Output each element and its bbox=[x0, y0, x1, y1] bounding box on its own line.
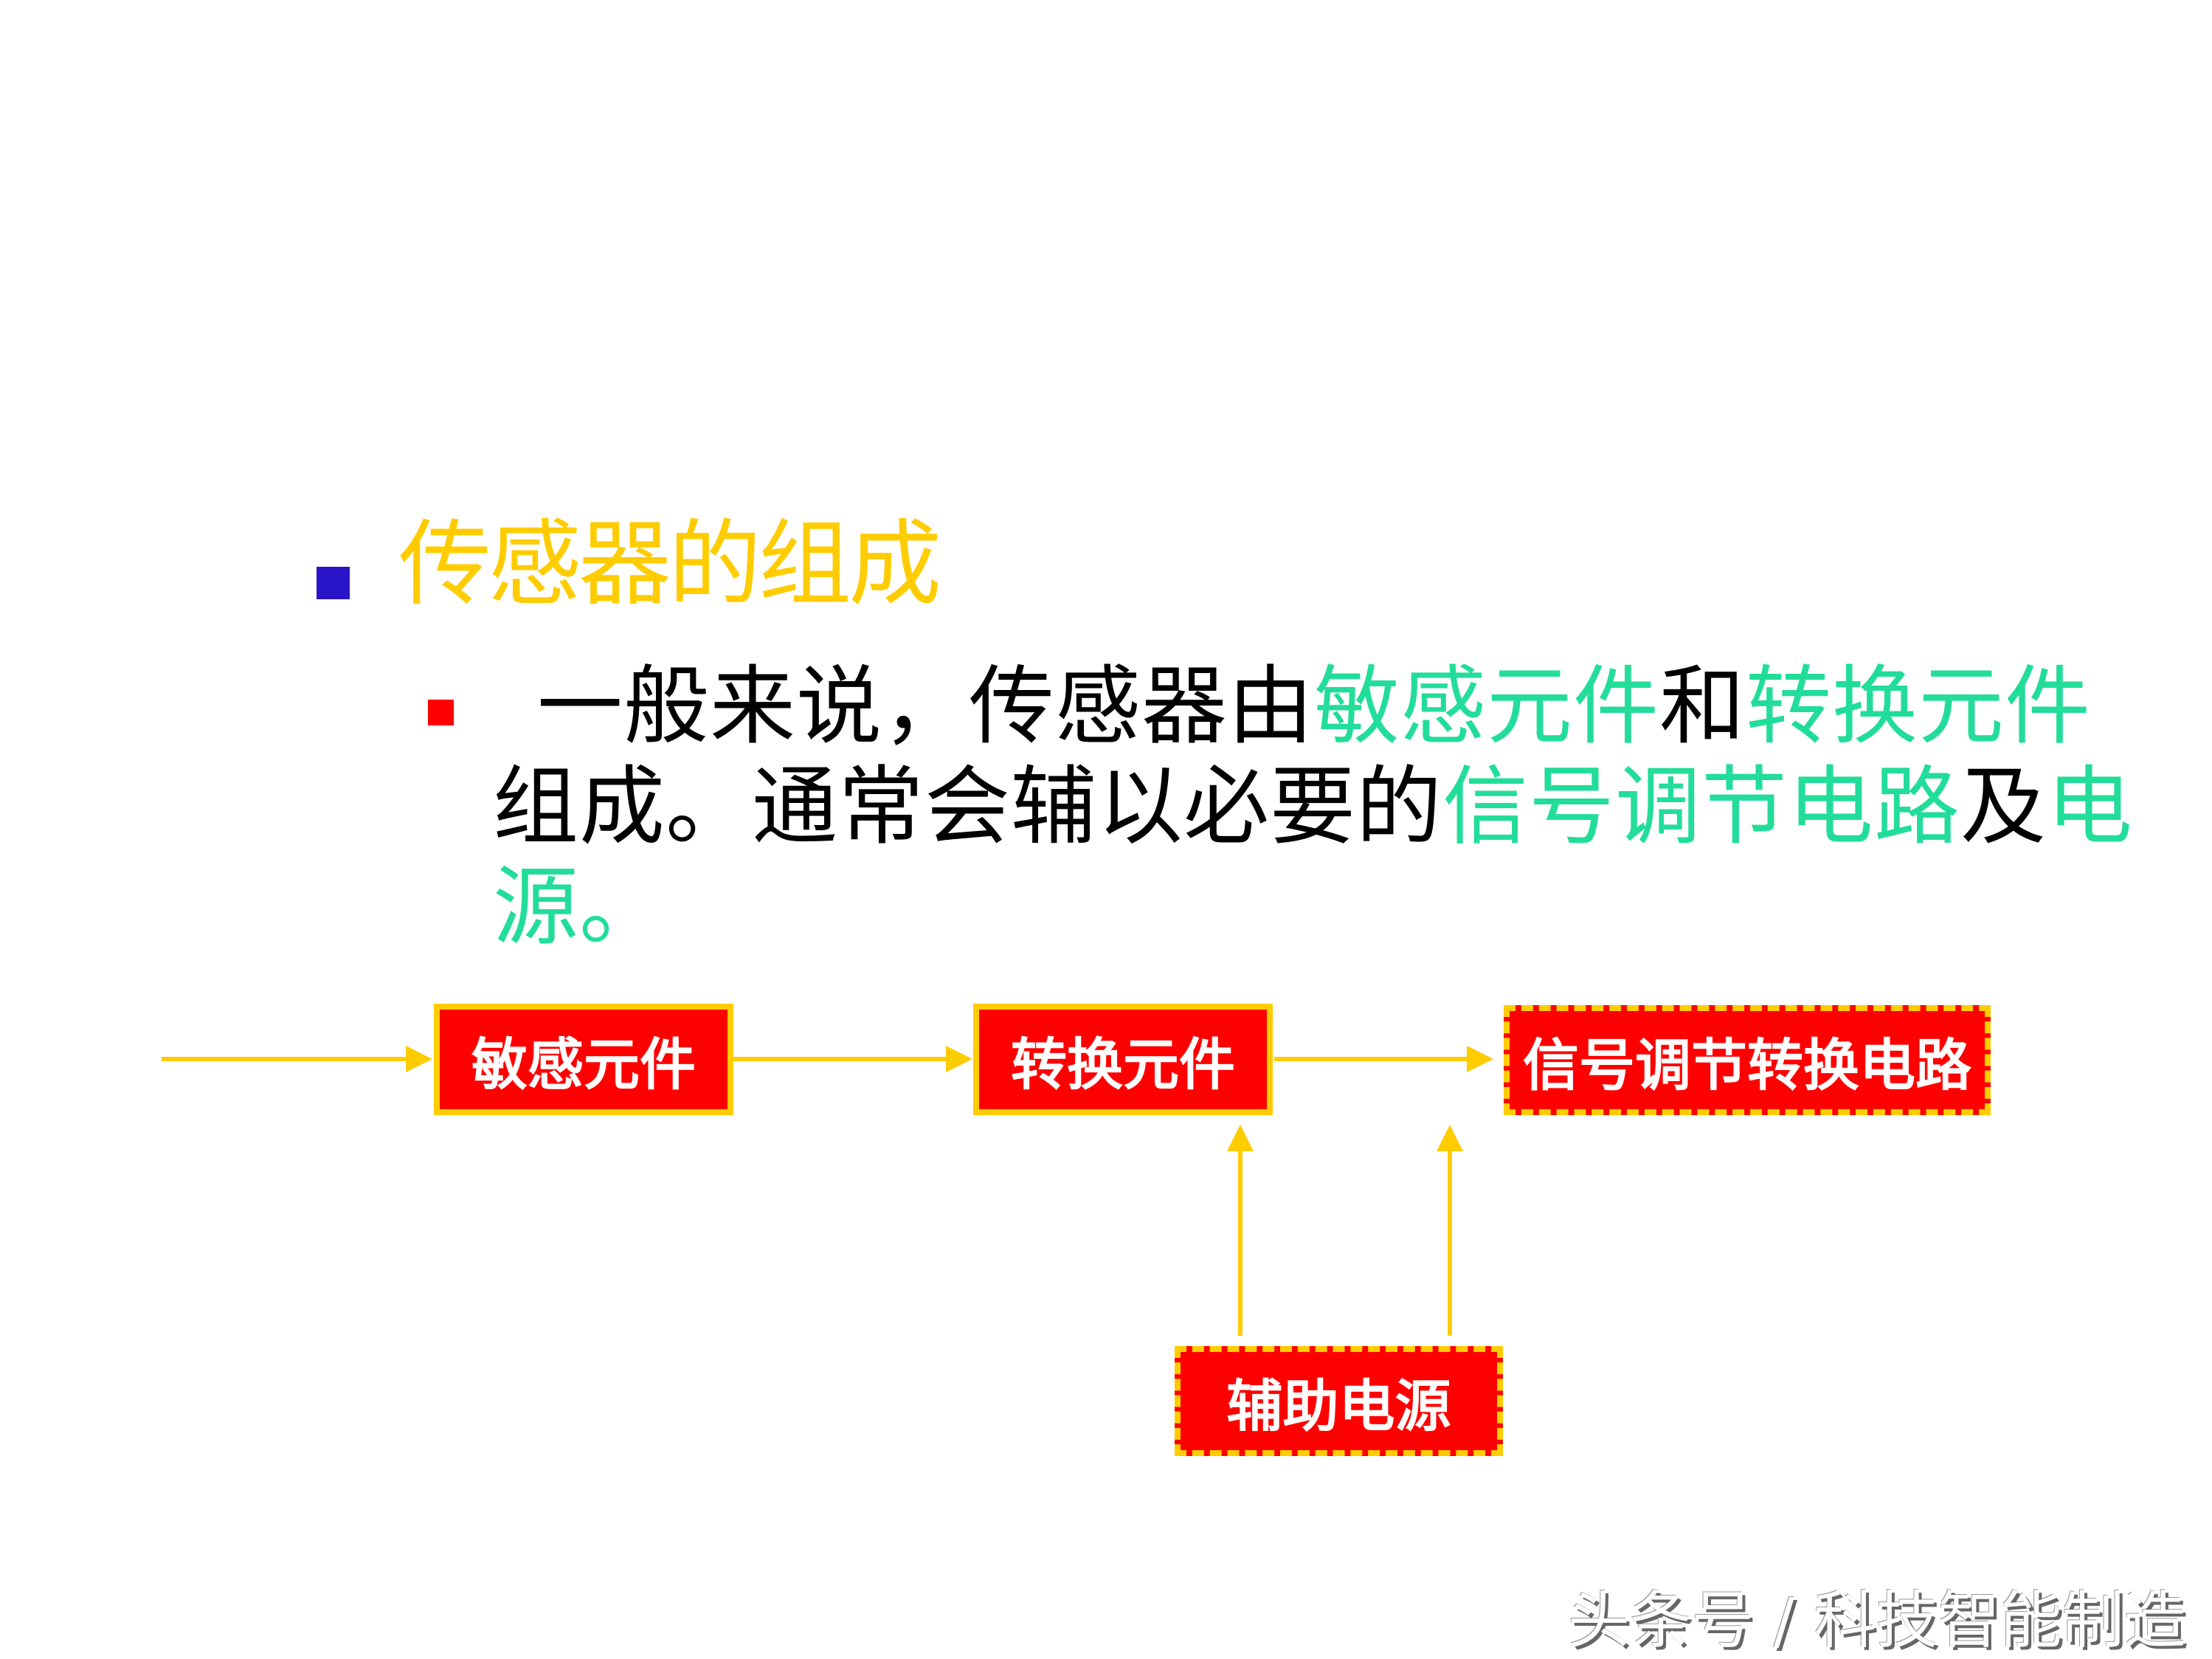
body-text: 和 bbox=[1659, 657, 1746, 756]
body-line-2: 组成。通常会辅以必要的信号调节电路及电 bbox=[493, 756, 2133, 859]
box-signal-conditioning-circuit: 信号调节转换电路 bbox=[1504, 1005, 1991, 1115]
body-bullet bbox=[428, 700, 454, 725]
highlight-power-cont: 源 bbox=[493, 858, 579, 957]
highlight-conversion-element: 转换元件 bbox=[1746, 657, 2091, 756]
box-conversion-element: 转换元件 bbox=[973, 1004, 1273, 1115]
highlight-sensitive-element: 敏感元件 bbox=[1314, 657, 1659, 756]
box-auxiliary-power: 辅助电源 bbox=[1175, 1346, 1503, 1456]
heading-bullet bbox=[317, 567, 350, 599]
body-period: 。 bbox=[579, 858, 666, 957]
highlight-power: 电 bbox=[2047, 757, 2133, 857]
body-text: 及 bbox=[1960, 757, 2047, 857]
body-line-3: 源。 bbox=[493, 856, 666, 959]
slide-title: 传感器的组成 bbox=[398, 510, 941, 618]
body-line-1: 一般来说，传感器由敏感元件和转换元件 bbox=[537, 655, 2091, 759]
highlight-signal-circuit: 信号调节电路 bbox=[1442, 757, 1960, 857]
watermark: 头条号 / 科技智能制造 bbox=[1568, 1584, 2186, 1657]
box-sensitive-element: 敏感元件 bbox=[434, 1004, 733, 1115]
body-text: 组成。通常会辅以必要的 bbox=[493, 757, 1442, 857]
body-text: 一般来说，传感器由 bbox=[537, 657, 1314, 756]
